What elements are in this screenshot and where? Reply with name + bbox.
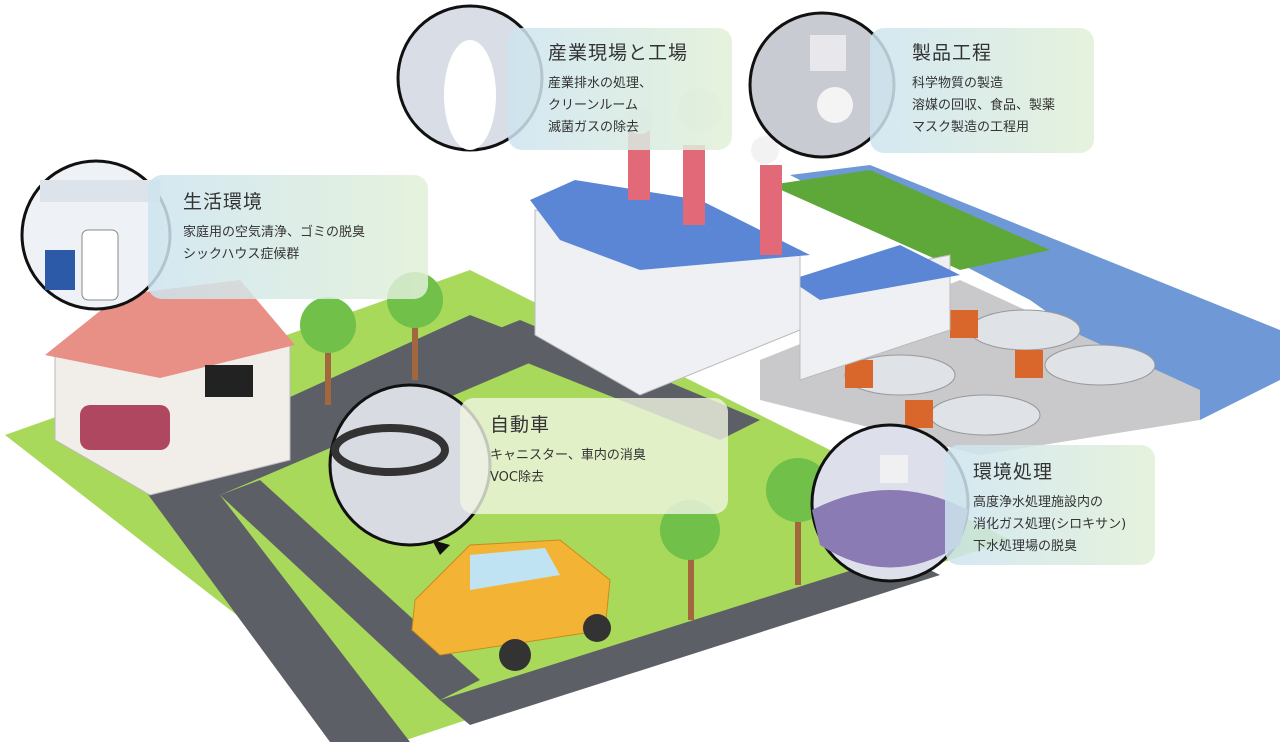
callout-line: 溶媒の回収、食品、製薬 [912,98,1056,113]
callout-title: 生活環境 [183,191,264,213]
callout-line: 滅菌ガスの除去 [548,120,640,135]
callout-line: シックハウス症候群 [183,247,300,262]
callout-line: 下水処理場の脱臭 [973,539,1078,554]
callout-line: マスク製造の工程用 [912,120,1030,135]
bubble-product [748,11,896,159]
callout-line: 高度浄水処理施設内の [973,495,1104,510]
callout-industry: 産業現場と工場 産業排水の処理、 クリーンルーム 滅菌ガスの除去 [508,28,732,150]
callout-line: キャニスター、車内の消臭 [490,448,646,463]
callout-line: 科学物質の製造 [912,76,1004,91]
factory-roof [530,180,810,270]
car [411,539,611,671]
bubble-environment [810,423,970,583]
callout-title: 製品工程 [912,42,993,64]
callout-living: 生活環境 家庭用の空気清浄、ゴミの脱臭 シックハウス症候群 [148,175,428,299]
hedge [770,170,1050,270]
sofa [80,405,170,450]
pump-boxes [845,310,1043,428]
callout-title: 環境処理 [973,461,1054,483]
callout-title: 自動車 [490,414,551,436]
callout-title: 産業現場と工場 [548,42,689,64]
callout-line: 産業排水の処理、 [548,76,653,91]
callout-car: 自動車 キャニスター、車内の消臭 VOC除去 [460,398,728,514]
bubble-industry [396,4,544,152]
house-roof [45,280,295,378]
road [220,480,480,700]
bubble-living [20,159,172,311]
small-building-roof [790,245,960,300]
callout-product: 製品工程 科学物質の製造 溶媒の回収、食品、製薬 マスク製造の工程用 [870,28,1094,153]
tv [205,365,253,397]
callout-line: クリーンルーム [548,98,638,113]
callout-line: 消化ガス処理(シロキサン) [973,517,1127,532]
callout-line: VOC除去 [490,470,544,485]
callout-environment: 環境処理 高度浄水処理施設内の 消化ガス処理(シロキサン) 下水処理場の脱臭 [945,445,1155,565]
callout-line: 家庭用の空気清浄、ゴミの脱臭 [183,225,366,240]
road [440,555,940,725]
